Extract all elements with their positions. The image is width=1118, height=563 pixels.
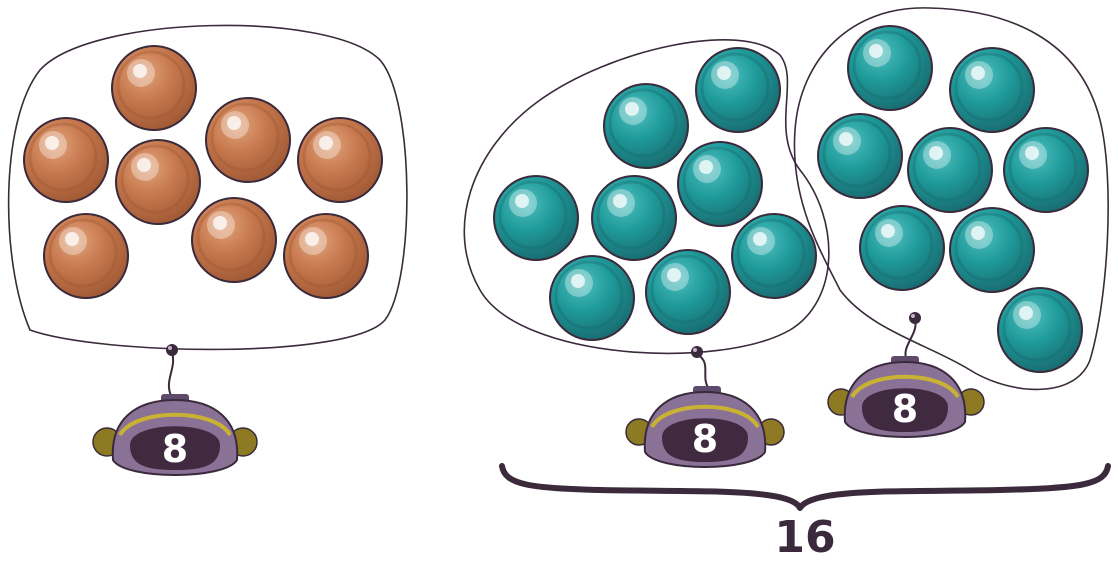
ball xyxy=(949,207,1035,293)
ball xyxy=(997,287,1083,373)
ball xyxy=(23,117,109,203)
ball xyxy=(1003,127,1089,213)
ball xyxy=(949,47,1035,133)
total-label: 16 xyxy=(774,512,835,563)
robot-antenna-icon xyxy=(167,351,175,399)
robot-antenna-icon xyxy=(904,319,917,361)
ball xyxy=(549,255,635,341)
ball xyxy=(297,117,383,203)
teal-group-right-outline xyxy=(793,7,1109,391)
ball xyxy=(817,113,903,199)
ball xyxy=(43,213,129,299)
robot-counter-teal-left: 8 xyxy=(625,346,785,468)
robot-counter-teal-right: 8 xyxy=(827,312,985,438)
orange-group-outline xyxy=(7,24,408,351)
curly-brace-icon xyxy=(499,463,1111,511)
teal-balls-left xyxy=(493,47,817,341)
ball xyxy=(493,175,579,261)
ball xyxy=(205,97,291,183)
robot-count-label: 8 xyxy=(892,387,918,431)
ball xyxy=(111,45,197,131)
ball xyxy=(283,213,369,299)
ball xyxy=(115,139,201,225)
teal-balls-right xyxy=(817,25,1089,373)
ball xyxy=(591,175,677,261)
ball xyxy=(695,47,781,133)
ball xyxy=(677,141,763,227)
ball xyxy=(731,213,817,299)
robot-count-label: 8 xyxy=(162,427,188,471)
ball xyxy=(645,249,731,335)
robot-count-label: 8 xyxy=(692,417,718,461)
ball xyxy=(603,83,689,169)
orange-balls xyxy=(23,45,383,299)
ball xyxy=(907,127,993,213)
robot-counter-orange: 8 xyxy=(92,344,258,476)
ball xyxy=(191,197,277,283)
ball xyxy=(859,205,945,291)
robot-antenna-icon xyxy=(696,353,711,391)
ball xyxy=(847,25,933,111)
